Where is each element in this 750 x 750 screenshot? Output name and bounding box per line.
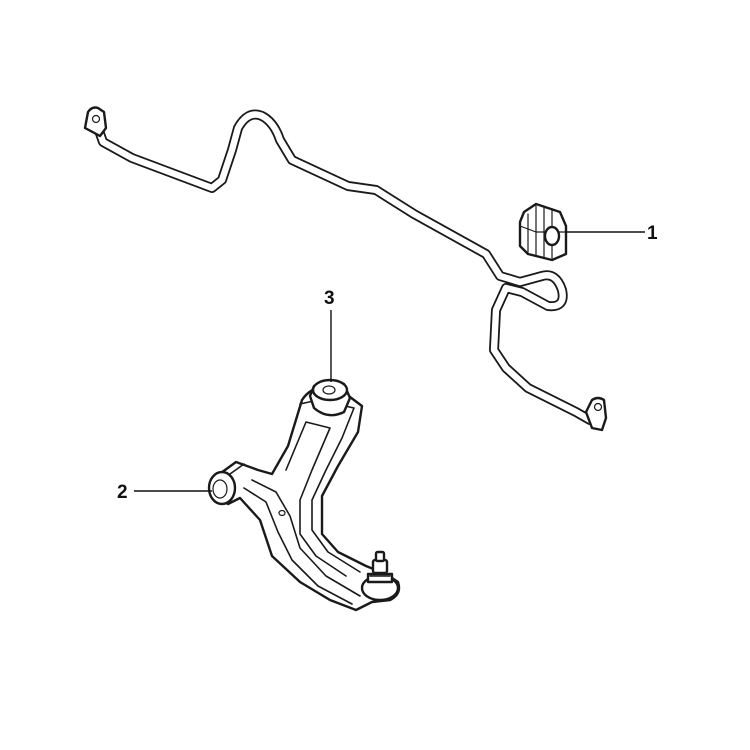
stabilizer-left-eyelet bbox=[83, 106, 108, 138]
stabilizer-bushing bbox=[518, 202, 568, 262]
lower-control-arm bbox=[207, 378, 401, 612]
callout-2-label: 2 bbox=[117, 482, 128, 503]
front-bushing bbox=[207, 463, 245, 506]
stabilizer-right-eyelet bbox=[584, 396, 608, 432]
callout-3-label: 3 bbox=[324, 288, 335, 309]
rear-bushing bbox=[308, 378, 352, 417]
ball-joint bbox=[360, 550, 400, 602]
callout-1-label: 1 bbox=[647, 223, 658, 244]
stabilizer-bar bbox=[83, 106, 608, 432]
